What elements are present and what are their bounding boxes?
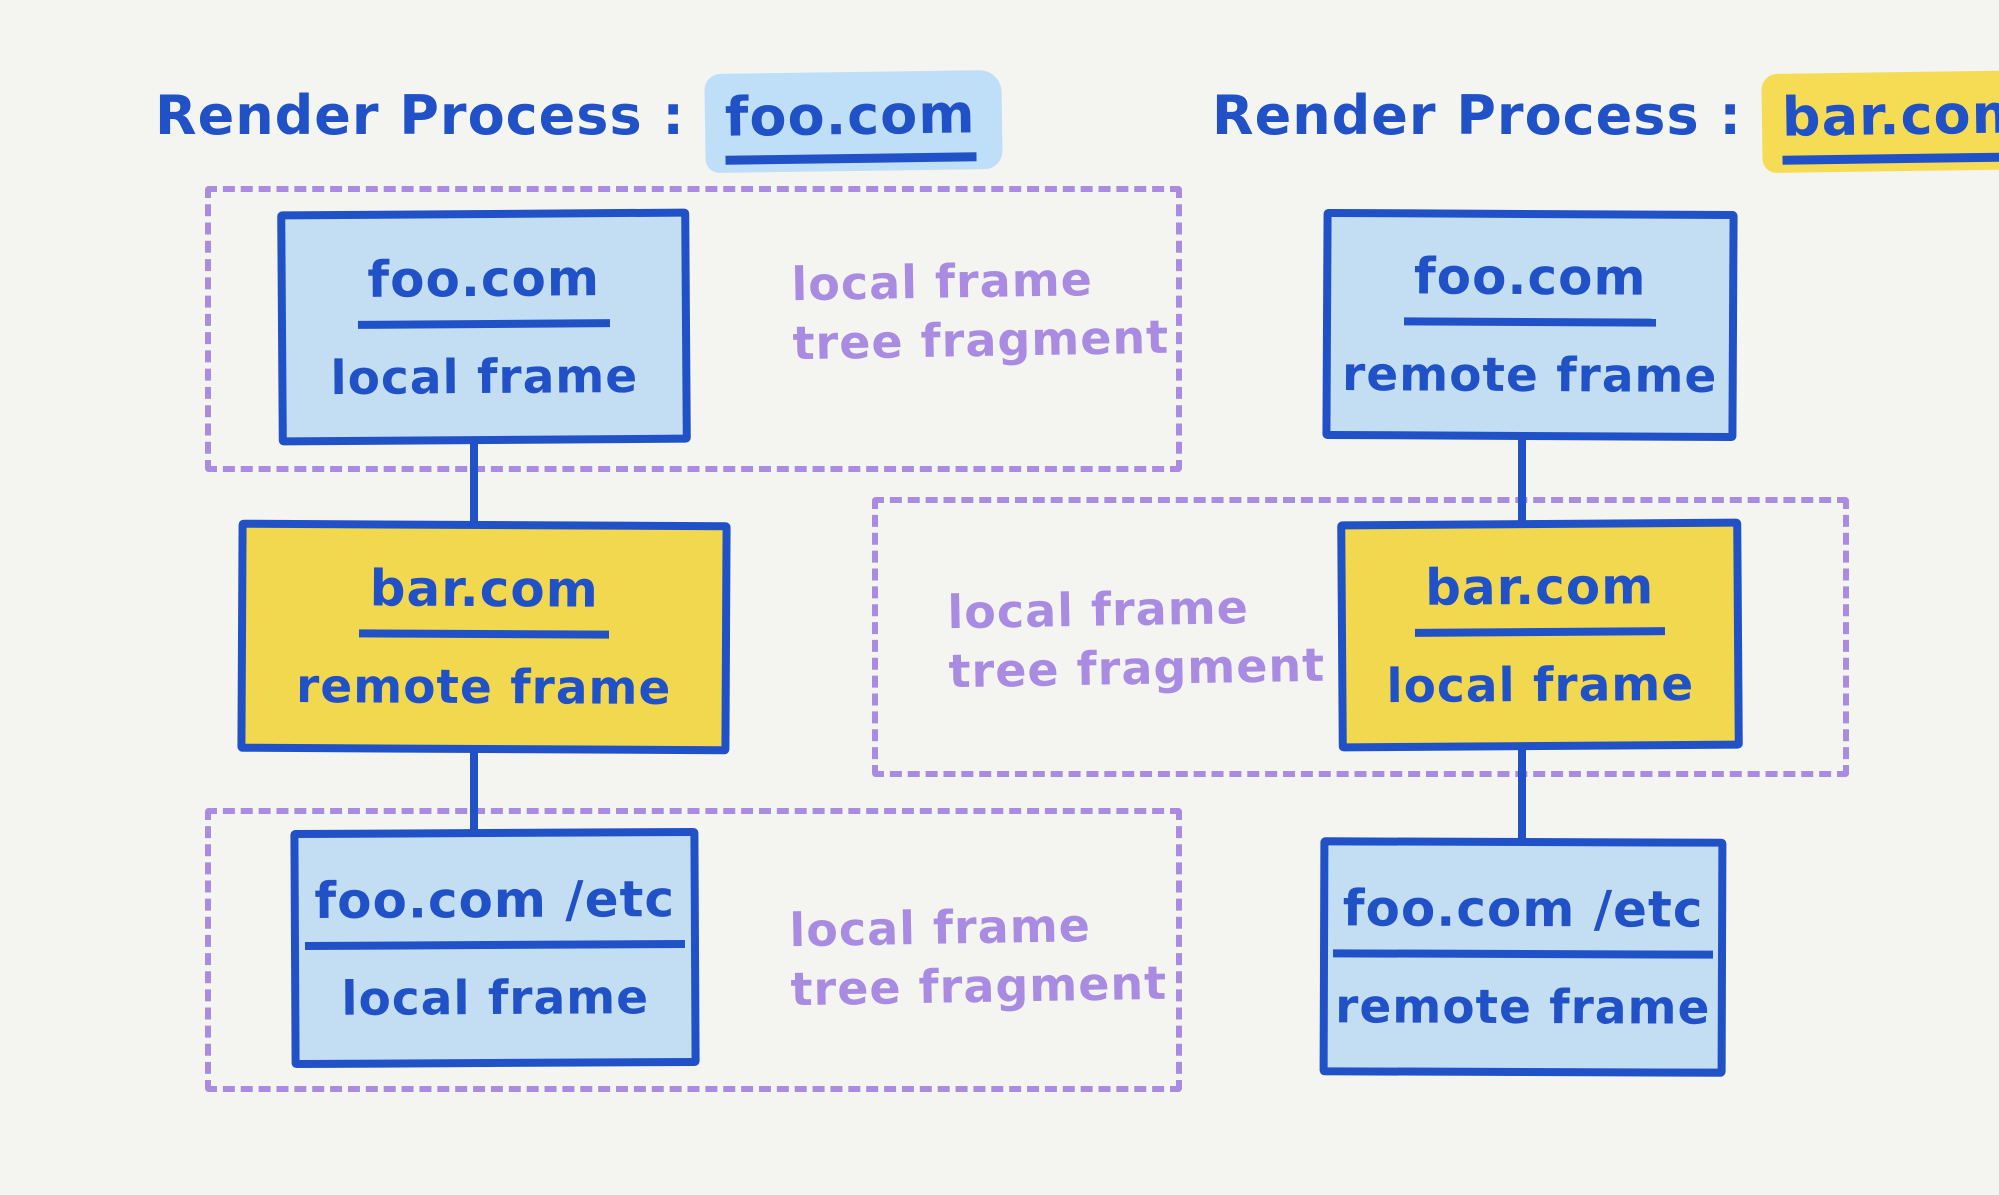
node-domain: bar.com — [359, 558, 609, 639]
node-foo-etc-remote-frame-right: foo.com /etc remote frame — [1319, 837, 1727, 1077]
node-bar-local-frame-right: bar.com local frame — [1337, 518, 1743, 752]
node-frame-type: remote frame — [1335, 978, 1711, 1036]
connector-left-bottom — [470, 748, 478, 836]
title-prefix: Render Process : — [155, 84, 685, 147]
render-process-title-foo: Render Process : foo.com — [155, 69, 1003, 174]
fragment-label-line: tree fragment — [948, 637, 1326, 699]
node-frame-type: remote frame — [1341, 346, 1718, 404]
domain-highlight-bar: bar.com — [1761, 69, 1999, 174]
domain-text: foo.com — [724, 82, 977, 165]
fragment-label-line: tree fragment — [792, 309, 1170, 371]
node-domain: foo.com — [1403, 246, 1657, 327]
fragment-label-right: local frame tree fragment — [947, 577, 1326, 701]
fragment-box-left-top — [205, 186, 1182, 472]
node-bar-remote-frame-left: bar.com remote frame — [237, 519, 731, 755]
connector-right-top — [1518, 436, 1526, 528]
render-process-title-bar: Render Process : bar.com — [1212, 69, 1999, 174]
fragment-label-left-bottom: local frame tree fragment — [789, 895, 1168, 1019]
fragment-label-line: tree fragment — [790, 955, 1168, 1017]
domain-highlight-foo: foo.com — [704, 69, 1003, 174]
fragment-label-line: local frame — [791, 252, 1094, 312]
connector-left-top — [470, 438, 478, 530]
title-prefix: Render Process : — [1212, 84, 1742, 147]
fragment-label-line: local frame — [947, 580, 1250, 640]
domain-text: bar.com — [1781, 82, 1999, 165]
fragment-box-right — [872, 497, 1849, 777]
node-foo-local-frame-left: foo.com local frame — [277, 208, 691, 446]
node-frame-type: local frame — [341, 969, 650, 1027]
node-domain: foo.com /etc — [304, 869, 686, 950]
node-domain: foo.com — [357, 248, 611, 329]
node-foo-etc-local-frame-left: foo.com /etc local frame — [290, 827, 700, 1069]
node-frame-type: remote frame — [295, 658, 672, 716]
fragment-box-left-bottom — [205, 808, 1182, 1092]
node-domain: bar.com — [1414, 556, 1665, 637]
fragment-label-left-top: local frame tree fragment — [791, 249, 1170, 373]
node-foo-remote-frame-right: foo.com remote frame — [1322, 208, 1738, 442]
node-frame-type: local frame — [330, 348, 639, 406]
node-domain: foo.com /etc — [1332, 878, 1714, 959]
node-frame-type: local frame — [1386, 656, 1695, 714]
connector-right-bottom — [1518, 744, 1526, 844]
fragment-label-line: local frame — [789, 898, 1092, 958]
